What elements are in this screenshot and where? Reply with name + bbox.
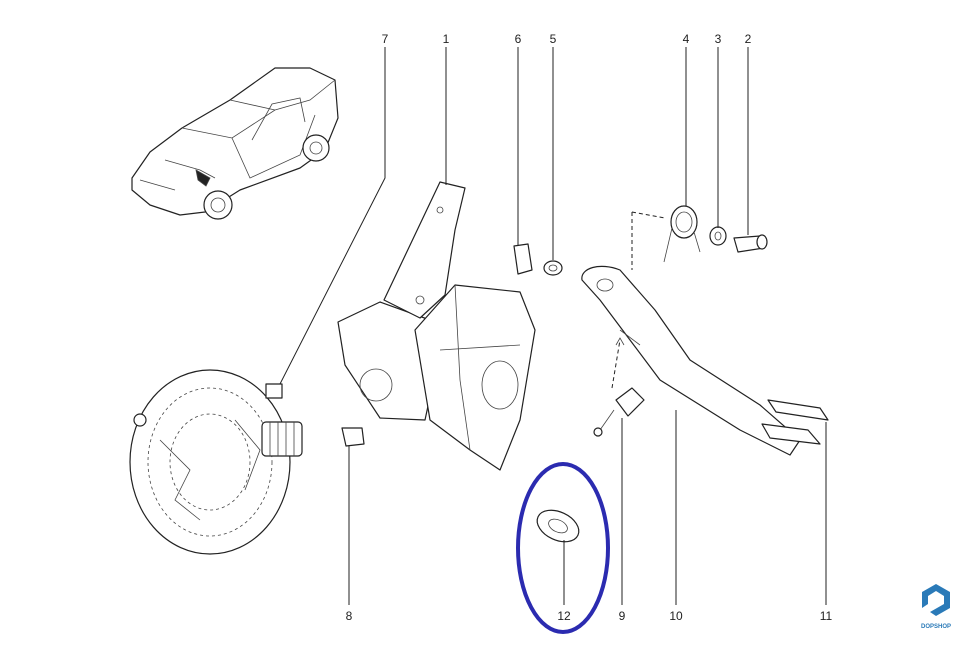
part-8-bushing (341, 427, 365, 447)
callout-12: 12 (557, 609, 571, 623)
callout-5: 5 (550, 32, 557, 46)
callout-11: 11 (820, 609, 833, 623)
part-6-clip (513, 243, 533, 275)
pedal-bracket (337, 181, 536, 471)
callout-6: 6 (515, 32, 522, 46)
callout-1: 1 (443, 32, 450, 46)
part-5-nut (543, 260, 563, 276)
callout-9: 9 (619, 609, 626, 623)
part-2-pin (733, 234, 768, 253)
assembly-dash-line (631, 211, 666, 270)
part-9-switch (593, 337, 645, 437)
part-3-washer (709, 226, 727, 246)
logo-text: DOPSHOP (921, 624, 951, 630)
callout-8: 8 (346, 609, 353, 623)
brake-pedal (581, 265, 801, 456)
callout-3: 3 (715, 32, 722, 46)
part-12-cap (536, 509, 580, 543)
car-thumbnail (131, 67, 339, 220)
dopshop-logo: DOPSHOP (921, 584, 951, 630)
highlight-circle-12 (516, 462, 610, 634)
callout-2: 2 (745, 32, 752, 46)
pedal-pad (761, 399, 829, 445)
brake-booster (129, 369, 303, 555)
callout-4: 4 (683, 32, 690, 46)
leader-lines (279, 47, 827, 605)
part-4-spring (663, 205, 701, 263)
callout-10: 10 (669, 609, 683, 623)
callout-7: 7 (382, 32, 389, 46)
part-7-clip (265, 383, 283, 399)
